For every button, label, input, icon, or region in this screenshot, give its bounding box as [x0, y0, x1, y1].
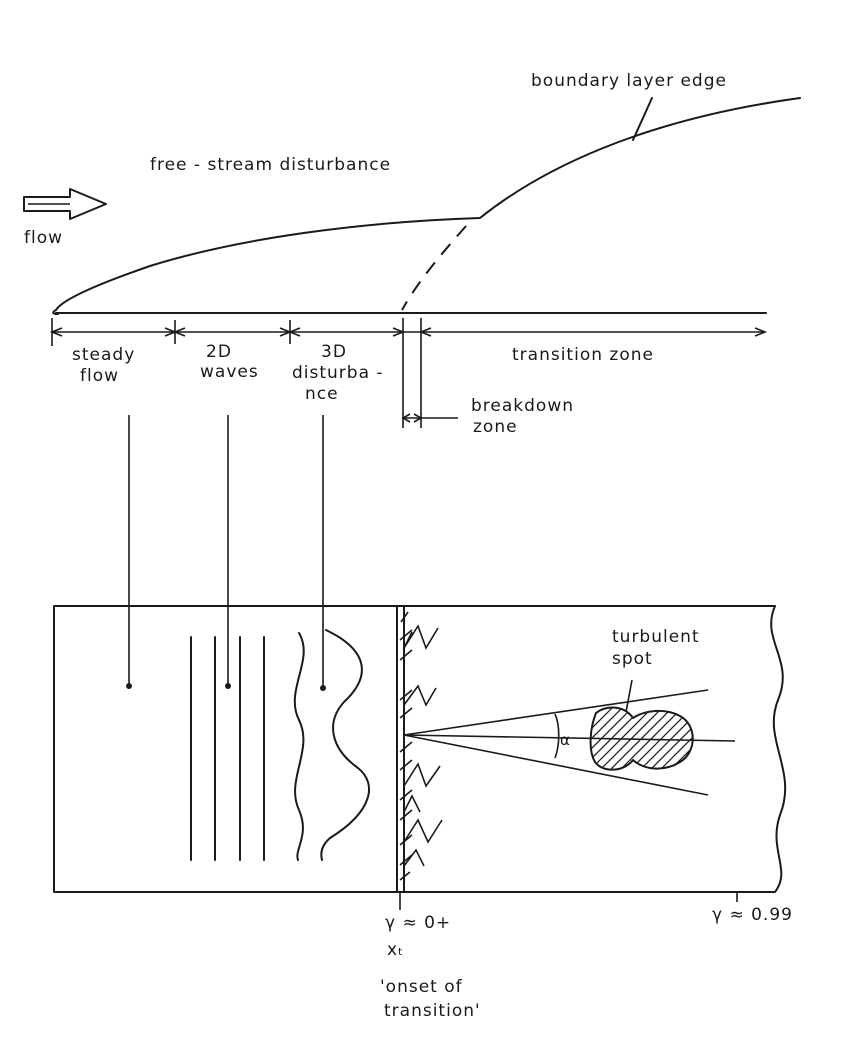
breakdown-label: breakdown: [471, 396, 574, 416]
gamma-onset-label: γ ≈ 0+: [385, 913, 451, 933]
spot-leader-line: [625, 679, 633, 713]
spot-wedges: [403, 624, 443, 867]
plan-view-box: [53, 605, 776, 893]
breakdown-zone-dimension: [401, 413, 458, 423]
disturbance-label: disturba -: [292, 363, 384, 383]
zone-label: zone: [473, 417, 518, 437]
spot-label: spot: [612, 649, 653, 669]
flow-label: flow: [24, 228, 63, 248]
turbulent-label: turbulent: [612, 627, 700, 647]
boundary-layer-edge-label: boundary layer edge: [531, 71, 727, 91]
xt-label: xₜ: [387, 940, 404, 960]
breakdown-strip: [396, 605, 413, 893]
breakdown-dashed-line: [401, 225, 467, 311]
3d-wavy-line-1: [293, 632, 305, 861]
edge-leader-line: [632, 97, 653, 141]
3d-wavy-line-2: [320, 629, 371, 861]
onset-of-label: 'onset of: [380, 977, 463, 997]
boundary-layer-curve: [55, 97, 801, 311]
region-dimension-line: [49, 318, 768, 428]
free-stream-label: free - stream disturbance: [150, 155, 391, 175]
waves-2d-label: 2D: [206, 342, 232, 362]
steady-label: steady: [72, 345, 135, 365]
gamma-end-label: γ ≈ 0.99: [712, 905, 793, 925]
transition-zone-label: transition zone: [512, 345, 654, 365]
steady-flow-label: flow: [80, 366, 119, 386]
2d-wave-lines: [190, 636, 265, 861]
dist-3d-label: 3D: [321, 342, 347, 362]
waves-leader-dot: [225, 683, 231, 689]
flow-arrow-icon: [23, 188, 107, 220]
alpha-label: α: [560, 731, 571, 749]
turbulent-spot-wedge: [403, 689, 736, 796]
transition-label: transition': [384, 1001, 481, 1021]
nce-label: nce: [305, 384, 339, 404]
disturbance-leader-dot: [320, 685, 326, 691]
plan-view-wavy-edge: [770, 605, 787, 893]
steady-leader-dot: [126, 683, 132, 689]
waves-label: waves: [200, 362, 259, 382]
